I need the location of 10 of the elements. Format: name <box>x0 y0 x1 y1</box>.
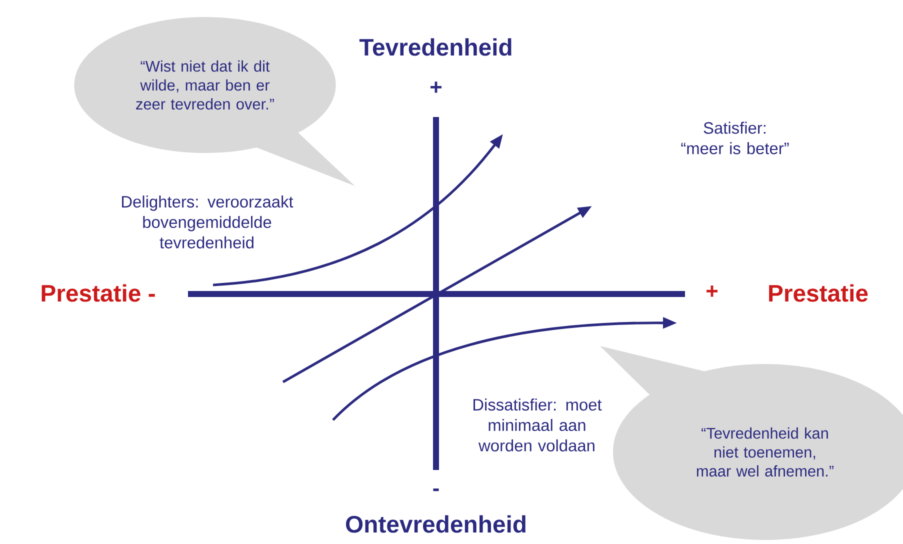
category-label: Satisfier: “meer is beter” <box>681 122 789 154</box>
axis-title: Prestatie <box>769 284 868 302</box>
axis-sign: + <box>706 286 718 297</box>
speech-bubble: “Wist niet dat ik dit wilde, maar ben er zeer tevreden over.” <box>74 17 355 186</box>
axis-title: Ontevredenheid <box>346 515 526 533</box>
axis-title: Tevredenheid <box>359 38 512 56</box>
category-label: Delighters: veroorzaakt bovengemiddelde tevredenheid <box>122 196 294 248</box>
axis-sign: + <box>430 82 442 93</box>
axis-sign: - <box>433 488 439 492</box>
axis-title: Prestatie - <box>42 284 155 302</box>
